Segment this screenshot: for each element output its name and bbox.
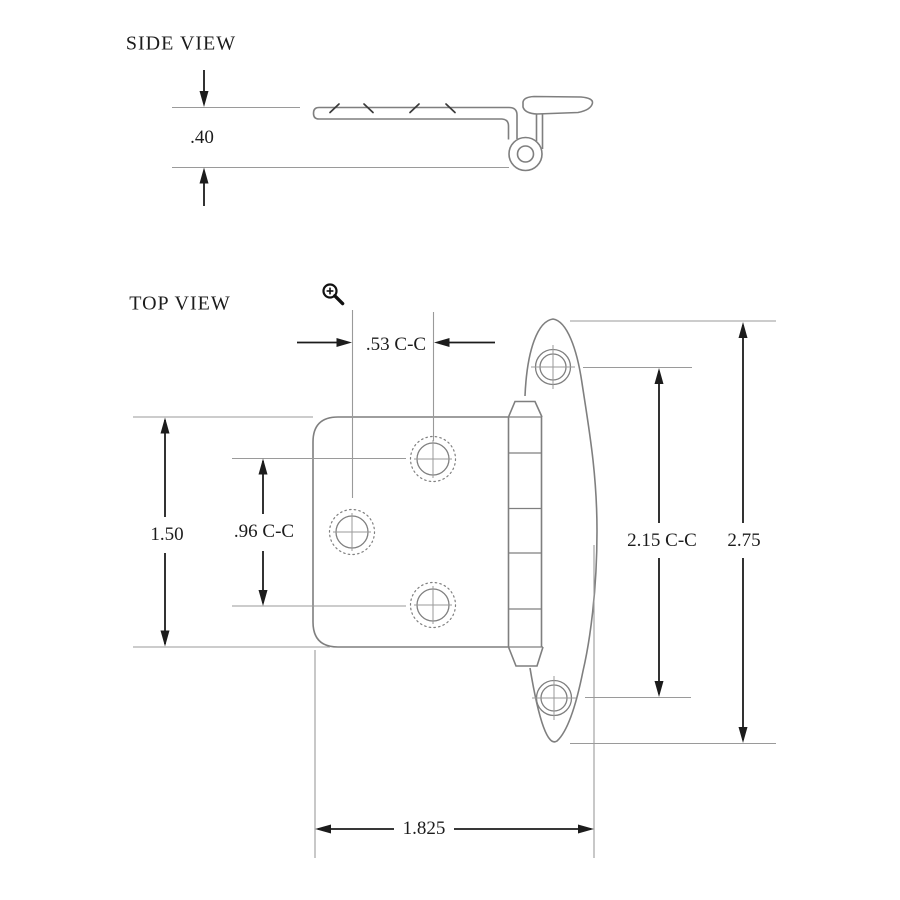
dim-label-flange-hole-spacing: 2.15 C-C	[624, 531, 700, 551]
plate-hole-left	[328, 508, 376, 556]
hinge-leaf-side-profile	[312, 103, 518, 140]
plate-hole-top	[409, 435, 457, 483]
knuckle-strip	[507, 400, 544, 667]
dim-flange-hole-spacing	[583, 366, 692, 699]
knuckle-cap-bottom	[507, 646, 544, 667]
top-view-drawing	[133, 283, 776, 858]
mounting-plate-outline	[312, 416, 508, 648]
hinge-barrel-side	[508, 136, 543, 172]
dim-label-plate-height: 1.50	[147, 525, 187, 545]
flange-hole-bottom	[532, 676, 576, 720]
dim-label-hole-offset: .53 C-C	[362, 335, 430, 355]
flange-leaf-outline	[524, 318, 598, 743]
top-view-title: TOP VIEW	[129, 292, 231, 315]
zoom-in-icon[interactable]	[322, 283, 345, 306]
dim-plate-height	[133, 416, 330, 648]
dim-thickness-arrows	[199, 70, 209, 206]
dim-label-hole-spacing: .96 C-C	[230, 522, 298, 542]
flange-hole-top	[531, 345, 575, 389]
plate-hole-bottom	[409, 581, 457, 629]
dim-label-overall-width: 1.825	[399, 819, 449, 839]
side-view-title: SIDE VIEW	[125, 32, 237, 55]
hinge-flange-side	[522, 95, 594, 149]
dim-overall-width	[314, 545, 595, 858]
dim-label-flange-height: 2.75	[724, 531, 764, 551]
dim-hole-spacing	[232, 457, 406, 607]
dim-label-thickness: .40	[187, 128, 217, 148]
knuckle-cap-top	[507, 400, 543, 418]
dim-flange-height	[570, 320, 776, 745]
side-view-drawing	[172, 70, 594, 206]
dim-hole-offset	[297, 310, 495, 498]
countersink-ticks	[329, 103, 456, 114]
